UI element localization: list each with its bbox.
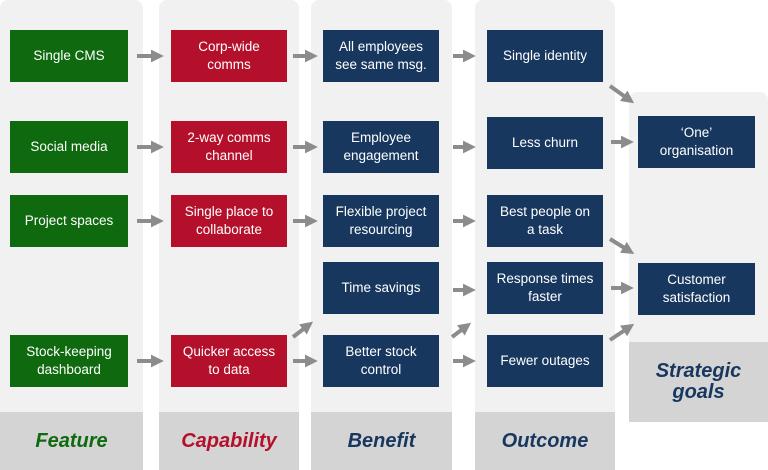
arrow-stock-to-response — [450, 322, 472, 339]
capability-quicker-access: Quicker access to data — [171, 335, 287, 387]
outcome-single-identity: Single identity — [487, 30, 603, 82]
feature-stock-keeping-dashboard: Stock-keeping dashboard — [10, 335, 128, 387]
outcome-column-label: Outcome — [475, 412, 615, 470]
capability-single-place: Single place to collaborate — [171, 195, 287, 247]
capability-column-label: Capability — [159, 412, 299, 470]
outcome-best-people: Best people on a task — [487, 195, 603, 247]
benefit-employee-engagement: Employee engagement — [323, 121, 439, 173]
capability-corp-wide-comms: Corp-wide comms — [171, 30, 287, 82]
feature-column-label: Feature — [0, 412, 143, 470]
outcome-response-times: Response times faster — [487, 262, 603, 314]
goals-column-label: Strategic goals — [629, 342, 768, 422]
feature-social-media: Social media — [10, 121, 128, 173]
benefit-column-label: Benefit — [311, 412, 452, 470]
capability-two-way-comms: 2-way comms channel — [171, 121, 287, 173]
benefit-all-employees: All employees see same msg. — [323, 30, 439, 82]
outcome-less-churn: Less churn — [487, 117, 603, 169]
benefit-time-savings: Time savings — [323, 262, 439, 314]
feature-single-cms: Single CMS — [10, 30, 128, 82]
benefit-better-stock-control: Better stock control — [323, 335, 439, 387]
outcome-fewer-outages: Fewer outages — [487, 335, 603, 387]
benefit-flexible-resourcing: Flexible project resourcing — [323, 195, 439, 247]
feature-project-spaces: Project spaces — [10, 195, 128, 247]
goal-one-organisation: ‘One’ organisation — [638, 116, 755, 168]
goal-customer-satisfaction: Customer satisfaction — [638, 263, 755, 315]
